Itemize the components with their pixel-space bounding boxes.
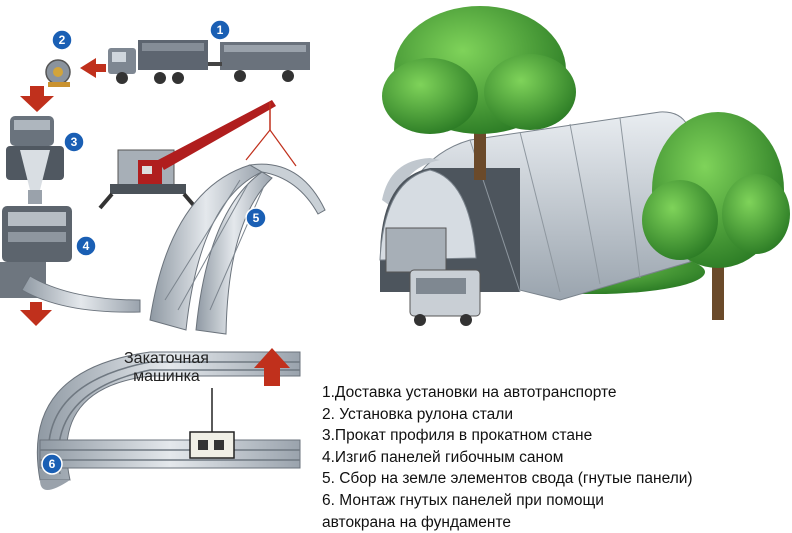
delivery-truck-illustration (108, 40, 310, 84)
step-badge-1: 1 (209, 19, 231, 41)
steel-coil-illustration (45, 59, 71, 87)
curved-panels-illustration (149, 163, 326, 335)
crane-illustration (98, 100, 297, 210)
step-number-2: 2 (59, 33, 66, 47)
arch-panel-illustration (36, 351, 301, 490)
step-number-1: 1 (217, 23, 224, 37)
arrow-left-icon (80, 58, 106, 78)
legend-item-4: 4.Изгиб панелей гибочным саном (322, 448, 564, 466)
seaming-machine-label: Закаточная машинка (124, 350, 209, 386)
bending-machine-illustration (0, 206, 141, 313)
legend-item-2: 2. Установка рулона стали (322, 405, 513, 423)
tree-illustration (642, 112, 790, 320)
step-number-4: 4 (83, 239, 90, 253)
callout-line-1: Закаточная (124, 350, 209, 367)
step-badge-2: 2 (51, 29, 73, 51)
arrow-up-icon (254, 348, 290, 386)
step-number-6: 6 (49, 457, 56, 471)
legend-item-5: 5. Сбор на земле элементов свода (гнутые… (322, 470, 693, 488)
hangar-illustration (379, 111, 705, 326)
step-number-3: 3 (71, 135, 78, 149)
arrow-down-icon (20, 86, 54, 112)
legend-item-1: 1.Доставка установки на автотранспорте (322, 384, 617, 401)
rolling-mill-illustration (6, 116, 64, 204)
step-badge-6: 6 (41, 453, 63, 475)
seaming-machine-icon (189, 388, 235, 459)
step-number-5: 5 (253, 211, 260, 225)
step-badge-4: 4 (75, 235, 97, 257)
step-badge-3: 3 (63, 131, 85, 153)
steps-legend: 1.Доставка установки на автотранспорте 2… (322, 382, 782, 533)
step-badge-5: 5 (245, 207, 267, 229)
legend-item-6-continued: автокрана на фундаменте (322, 513, 511, 531)
legend-item-6: 6. Монтаж гнутых панелей при помощи (322, 491, 604, 509)
tree-illustration (382, 6, 576, 180)
callout-line-2: машинка (133, 368, 200, 385)
legend-item-3: 3.Прокат профиля в прокатном стане (322, 427, 593, 445)
arrow-down-icon (20, 302, 52, 326)
